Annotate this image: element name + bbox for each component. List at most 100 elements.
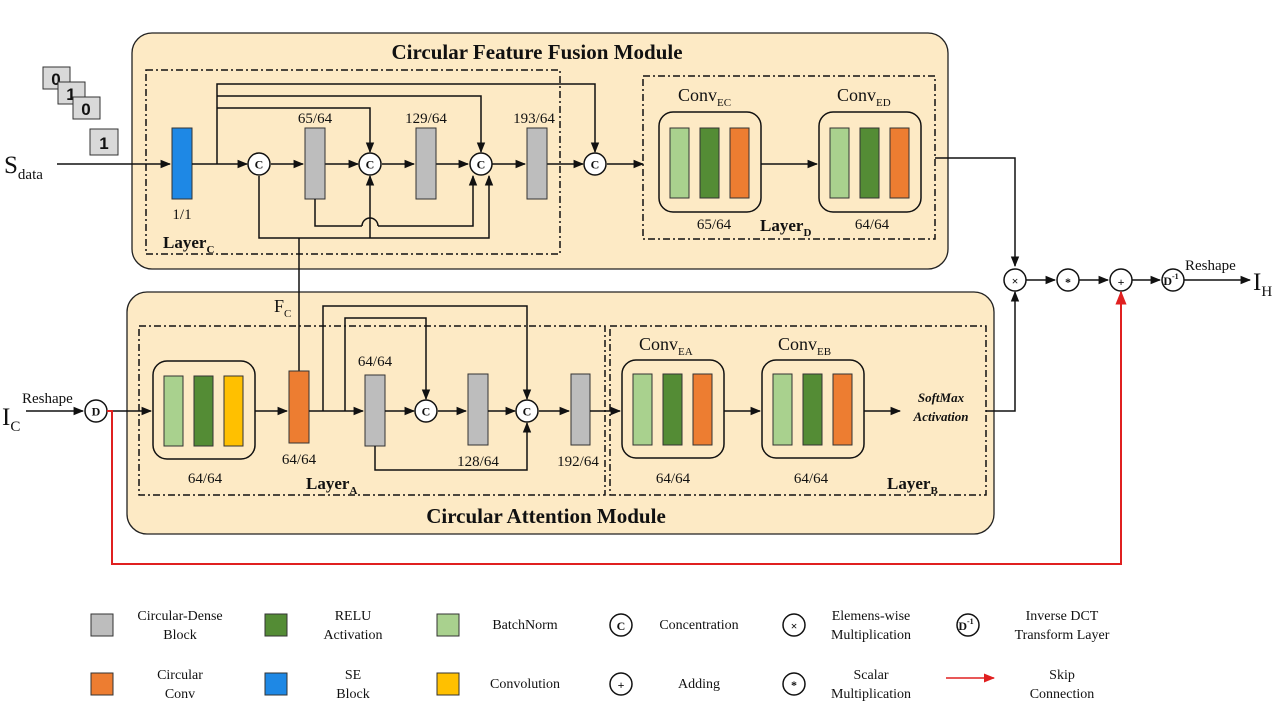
svg-text:×: × [1012, 274, 1019, 288]
legend-circular-conv-swatch [90, 672, 114, 696]
legend-convolution-swatch [436, 672, 460, 696]
legend-concentration-label: Concentration [659, 618, 738, 633]
attention-module-title: Circular Attention Module [426, 504, 666, 528]
svg-text:C: C [255, 158, 264, 172]
legend-elementwise-label: Elemens-wise [832, 609, 911, 624]
legend-adding: + Adding [609, 672, 720, 696]
conv-ec-label: 65/64 [697, 217, 732, 233]
legend-convolution: Convolution [436, 672, 560, 696]
layer-a-label: LayerA [306, 474, 357, 497]
attention-dense-label-2: 128/64 [457, 454, 499, 470]
layer-c-label: LayerC [163, 233, 214, 256]
svg-text:1: 1 [66, 85, 75, 104]
legend-dense-label: Block [163, 628, 196, 643]
legend-scalar-symbol: * [791, 678, 797, 692]
legend-concentration-symbol: C [617, 619, 626, 633]
conv-ea-label: 64/64 [656, 471, 691, 487]
legend-concentration: C Concentration [609, 613, 739, 637]
layer-d-label: LayerD [760, 216, 811, 239]
layer-d-frame [642, 75, 936, 240]
ih-label: IH [1253, 269, 1272, 300]
conv-ea-title: ConvEA [639, 334, 693, 358]
svg-text:D-1: D-1 [1163, 272, 1178, 288]
legend-se-label: SE [345, 668, 361, 683]
legend-circular-conv-label: Conv [165, 687, 195, 702]
legend-se-label: Block [336, 687, 369, 702]
layer-b-label: LayerB [887, 474, 938, 497]
legend-relu: RELU Activation [264, 609, 383, 643]
legend-skip-label: Skip [1049, 668, 1075, 683]
legend-elementwise-label: Multiplication [831, 628, 911, 643]
fc-label: FC [274, 296, 291, 320]
svg-text:+: + [1118, 275, 1125, 289]
conv-ec-title: ConvEC [678, 85, 731, 109]
concat-node-a1: C [414, 399, 438, 423]
skip-connection-line [107, 290, 1127, 565]
svg-text:C: C [477, 158, 486, 172]
legend-elementwise-symbol: × [791, 619, 798, 633]
legend-idct-label: Inverse DCT [1026, 609, 1099, 624]
legend-circular-conv-label: Circular [157, 668, 203, 683]
svg-text:1: 1 [99, 134, 108, 153]
legend-batchnorm-label: BatchNorm [492, 618, 557, 633]
idct-node: D-1 [1161, 268, 1185, 292]
legend-se-swatch [264, 672, 288, 696]
add-node: + [1109, 268, 1133, 292]
svg-text:D: D [92, 405, 101, 419]
fusion-dense-label-2: 129/64 [405, 111, 447, 127]
legend-adding-label: Adding [678, 677, 720, 692]
legend-convolution-label: Convolution [490, 677, 560, 692]
attention-dense-label-1: 64/64 [358, 354, 393, 370]
legend-scalar-label: Scalar [854, 668, 889, 683]
reshape-in-label: Reshape [22, 391, 73, 407]
legend-batchnorm: BatchNorm [436, 613, 558, 637]
concat-node-a2: C [515, 399, 539, 423]
svg-text:0: 0 [51, 70, 60, 89]
svg-text:0: 0 [81, 100, 90, 119]
svg-text:*: * [1065, 275, 1071, 289]
fusion-dense-block-2 [415, 127, 437, 200]
legend-adding-symbol: + [618, 678, 625, 692]
concat-node-c3: C [469, 152, 493, 176]
legend-relu-label: Activation [323, 628, 382, 643]
legend-idct-label: Transform Layer [1015, 628, 1110, 643]
attention-dense-block-2 [467, 373, 489, 446]
conv-ed-title: ConvED [837, 85, 891, 109]
svg-text:C: C [591, 158, 600, 172]
ic-label: IC [2, 404, 20, 435]
dct-node: D [84, 399, 108, 423]
legend-dense-label: Circular-Dense [137, 609, 222, 624]
fusion-dense-block-3 [526, 127, 548, 200]
fusion-dense-block-1 [304, 127, 326, 200]
attention-conv-in-label: 64/64 [188, 471, 223, 487]
legend-relu-label: RELU [335, 609, 372, 624]
fusion-module-title: Circular Feature Fusion Module [391, 40, 682, 64]
scalar-node: * [1056, 268, 1080, 292]
softmax-label-2: Activation [913, 409, 969, 424]
attention-circular-conv-label: 64/64 [282, 452, 317, 468]
softmax-label-1: SoftMax [918, 390, 965, 405]
concat-node-c4: C [583, 152, 607, 176]
legend-se: SE Block [264, 668, 370, 702]
conv-eb-label: 64/64 [794, 471, 829, 487]
fusion-dense-label-3: 193/64 [513, 111, 555, 127]
s-data-label: Sdata [4, 152, 43, 183]
concat-node-c2: C [358, 152, 382, 176]
fusion-dense-label-1: 65/64 [298, 111, 333, 127]
reshape-out-label: Reshape [1185, 258, 1236, 274]
layer-c-frame [145, 69, 561, 255]
legend-dense-swatch [90, 613, 114, 637]
conv-ed-label: 64/64 [855, 217, 890, 233]
attention-dense-label-3: 192/64 [557, 454, 599, 470]
legend-batchnorm-swatch [436, 613, 460, 637]
concat-node-c1: C [247, 152, 271, 176]
svg-text:C: C [523, 405, 532, 419]
conv-eb-title: ConvEB [778, 334, 831, 358]
